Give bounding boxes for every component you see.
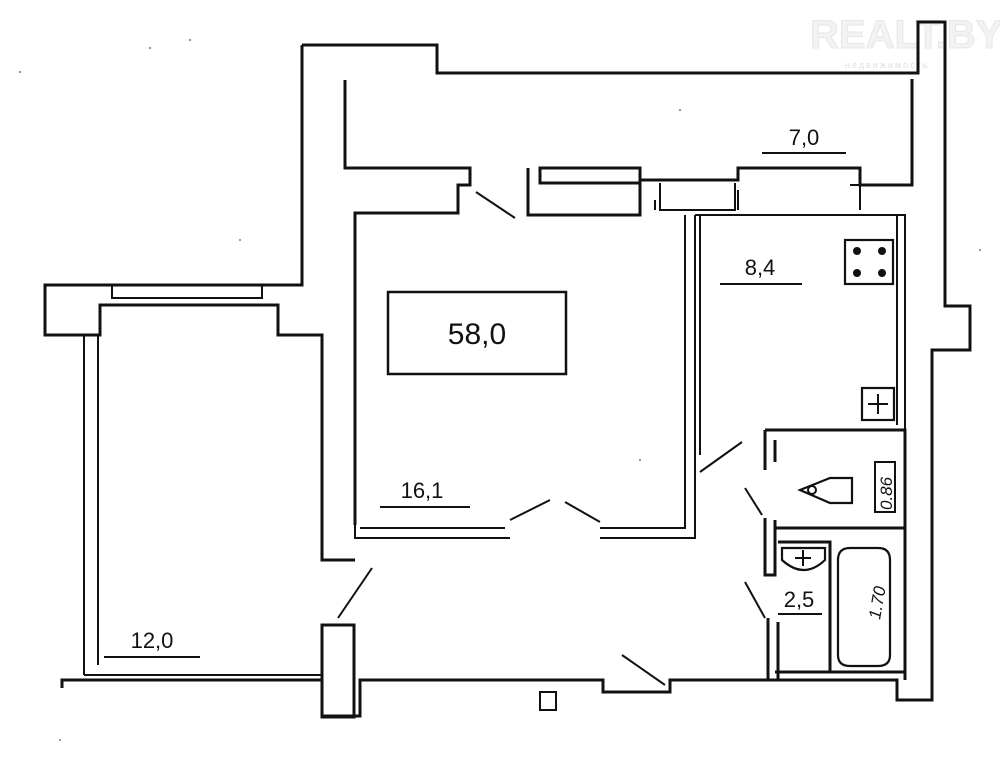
- realt-logo-watermark: REALT.BY недвижимость: [810, 13, 1000, 71]
- loggia-window-frames: [654, 183, 861, 211]
- bathtub-length-label: 1.70: [865, 584, 890, 620]
- watermark-brand: REALT.BY: [810, 13, 1000, 57]
- doors: [337, 191, 766, 686]
- hallway-pillar: [320, 623, 356, 719]
- bedroom-door: [337, 567, 373, 619]
- outer-wall: [60, 20, 972, 718]
- living-room-door-left: [509, 499, 551, 521]
- watermark-tagline: недвижимость: [845, 60, 929, 70]
- scan-specks: [19, 39, 981, 741]
- upper-left-notch-wall: [43, 45, 355, 562]
- living-room-walls: [354, 215, 696, 539]
- loggia-area-label: 7,0: [789, 125, 820, 150]
- entrance-niche: [539, 691, 557, 711]
- kitchen-door: [699, 441, 743, 473]
- bathroom-walls: [763, 428, 907, 680]
- kitchen-area-label: 8,4: [745, 255, 776, 280]
- total-area-box: [386, 290, 568, 376]
- bathroom-door: [744, 581, 766, 619]
- living-room-door-right: [564, 501, 601, 523]
- bathtub-icon: [836, 546, 892, 668]
- duct-width-label: 0.86: [877, 476, 896, 510]
- total-area-label: 58,0: [448, 318, 506, 351]
- kitchen-sink-icon: [860, 386, 896, 422]
- loggia-right-wall: [526, 79, 914, 217]
- kitchen-walls: [695, 214, 906, 455]
- entrance-door: [621, 654, 666, 686]
- bedroom-left-wall: [83, 335, 322, 676]
- toilet-icon: [797, 476, 854, 505]
- living-room-area-label: 16,1: [401, 478, 444, 503]
- loggia-wall: [343, 80, 472, 525]
- washbasin-icon: [780, 546, 827, 572]
- stove-icon: [843, 238, 895, 286]
- bedroom-area-label: 12,0: [131, 628, 174, 653]
- bedroom-window-wall: [99, 285, 279, 322]
- wc-duct: [874, 461, 896, 513]
- wc-door: [744, 487, 763, 516]
- loggia-door: [475, 191, 516, 219]
- bathroom-area-label: 2,5: [784, 587, 815, 612]
